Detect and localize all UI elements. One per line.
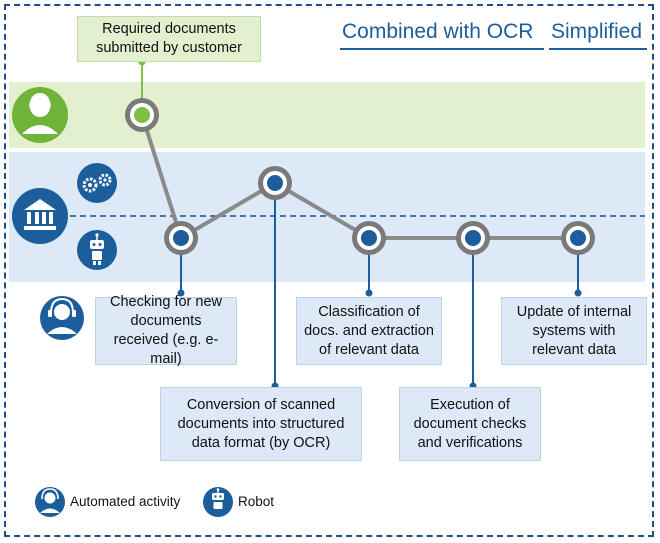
node-classification — [352, 221, 386, 255]
box-classification: Classification of docs. and extraction o… — [296, 297, 442, 365]
node-customer — [125, 98, 159, 132]
customer-lane — [9, 82, 645, 148]
box-checking-documents: Checking for new documents received (e.g… — [95, 294, 237, 367]
pin-checking-dot — [177, 289, 185, 297]
gears-icon — [77, 163, 117, 203]
box-execution-checks: Execution of document checks and verific… — [399, 387, 541, 461]
node-execution — [456, 221, 490, 255]
automated-activity-icon — [40, 296, 84, 340]
customer-avatar-icon — [12, 87, 68, 143]
diagram-frame — [4, 4, 654, 537]
bank-building-icon — [12, 188, 68, 244]
node-update — [561, 221, 595, 255]
box-customer-documents: Required documents submitted by customer — [77, 16, 261, 62]
legend-robot-icon — [203, 487, 233, 517]
legend-automated-icon — [35, 487, 65, 517]
legend-robot-label: Robot — [238, 494, 275, 509]
robot-icon — [77, 230, 117, 270]
box-conversion-ocr: Conversion of scanned documents into str… — [160, 387, 362, 461]
pin-update-dot — [574, 289, 582, 297]
node-checking — [164, 221, 198, 255]
combined-with-ocr-label: Combined with OCR — [340, 16, 544, 50]
simplified-label: Simplified — [549, 16, 647, 50]
legend-automated-label: Automated activity — [70, 494, 181, 509]
box-update-systems: Update of internal systems with relevant… — [501, 297, 647, 365]
pin-classification-dot — [365, 289, 373, 297]
node-conversion — [258, 166, 292, 200]
bank-lane — [9, 152, 645, 282]
